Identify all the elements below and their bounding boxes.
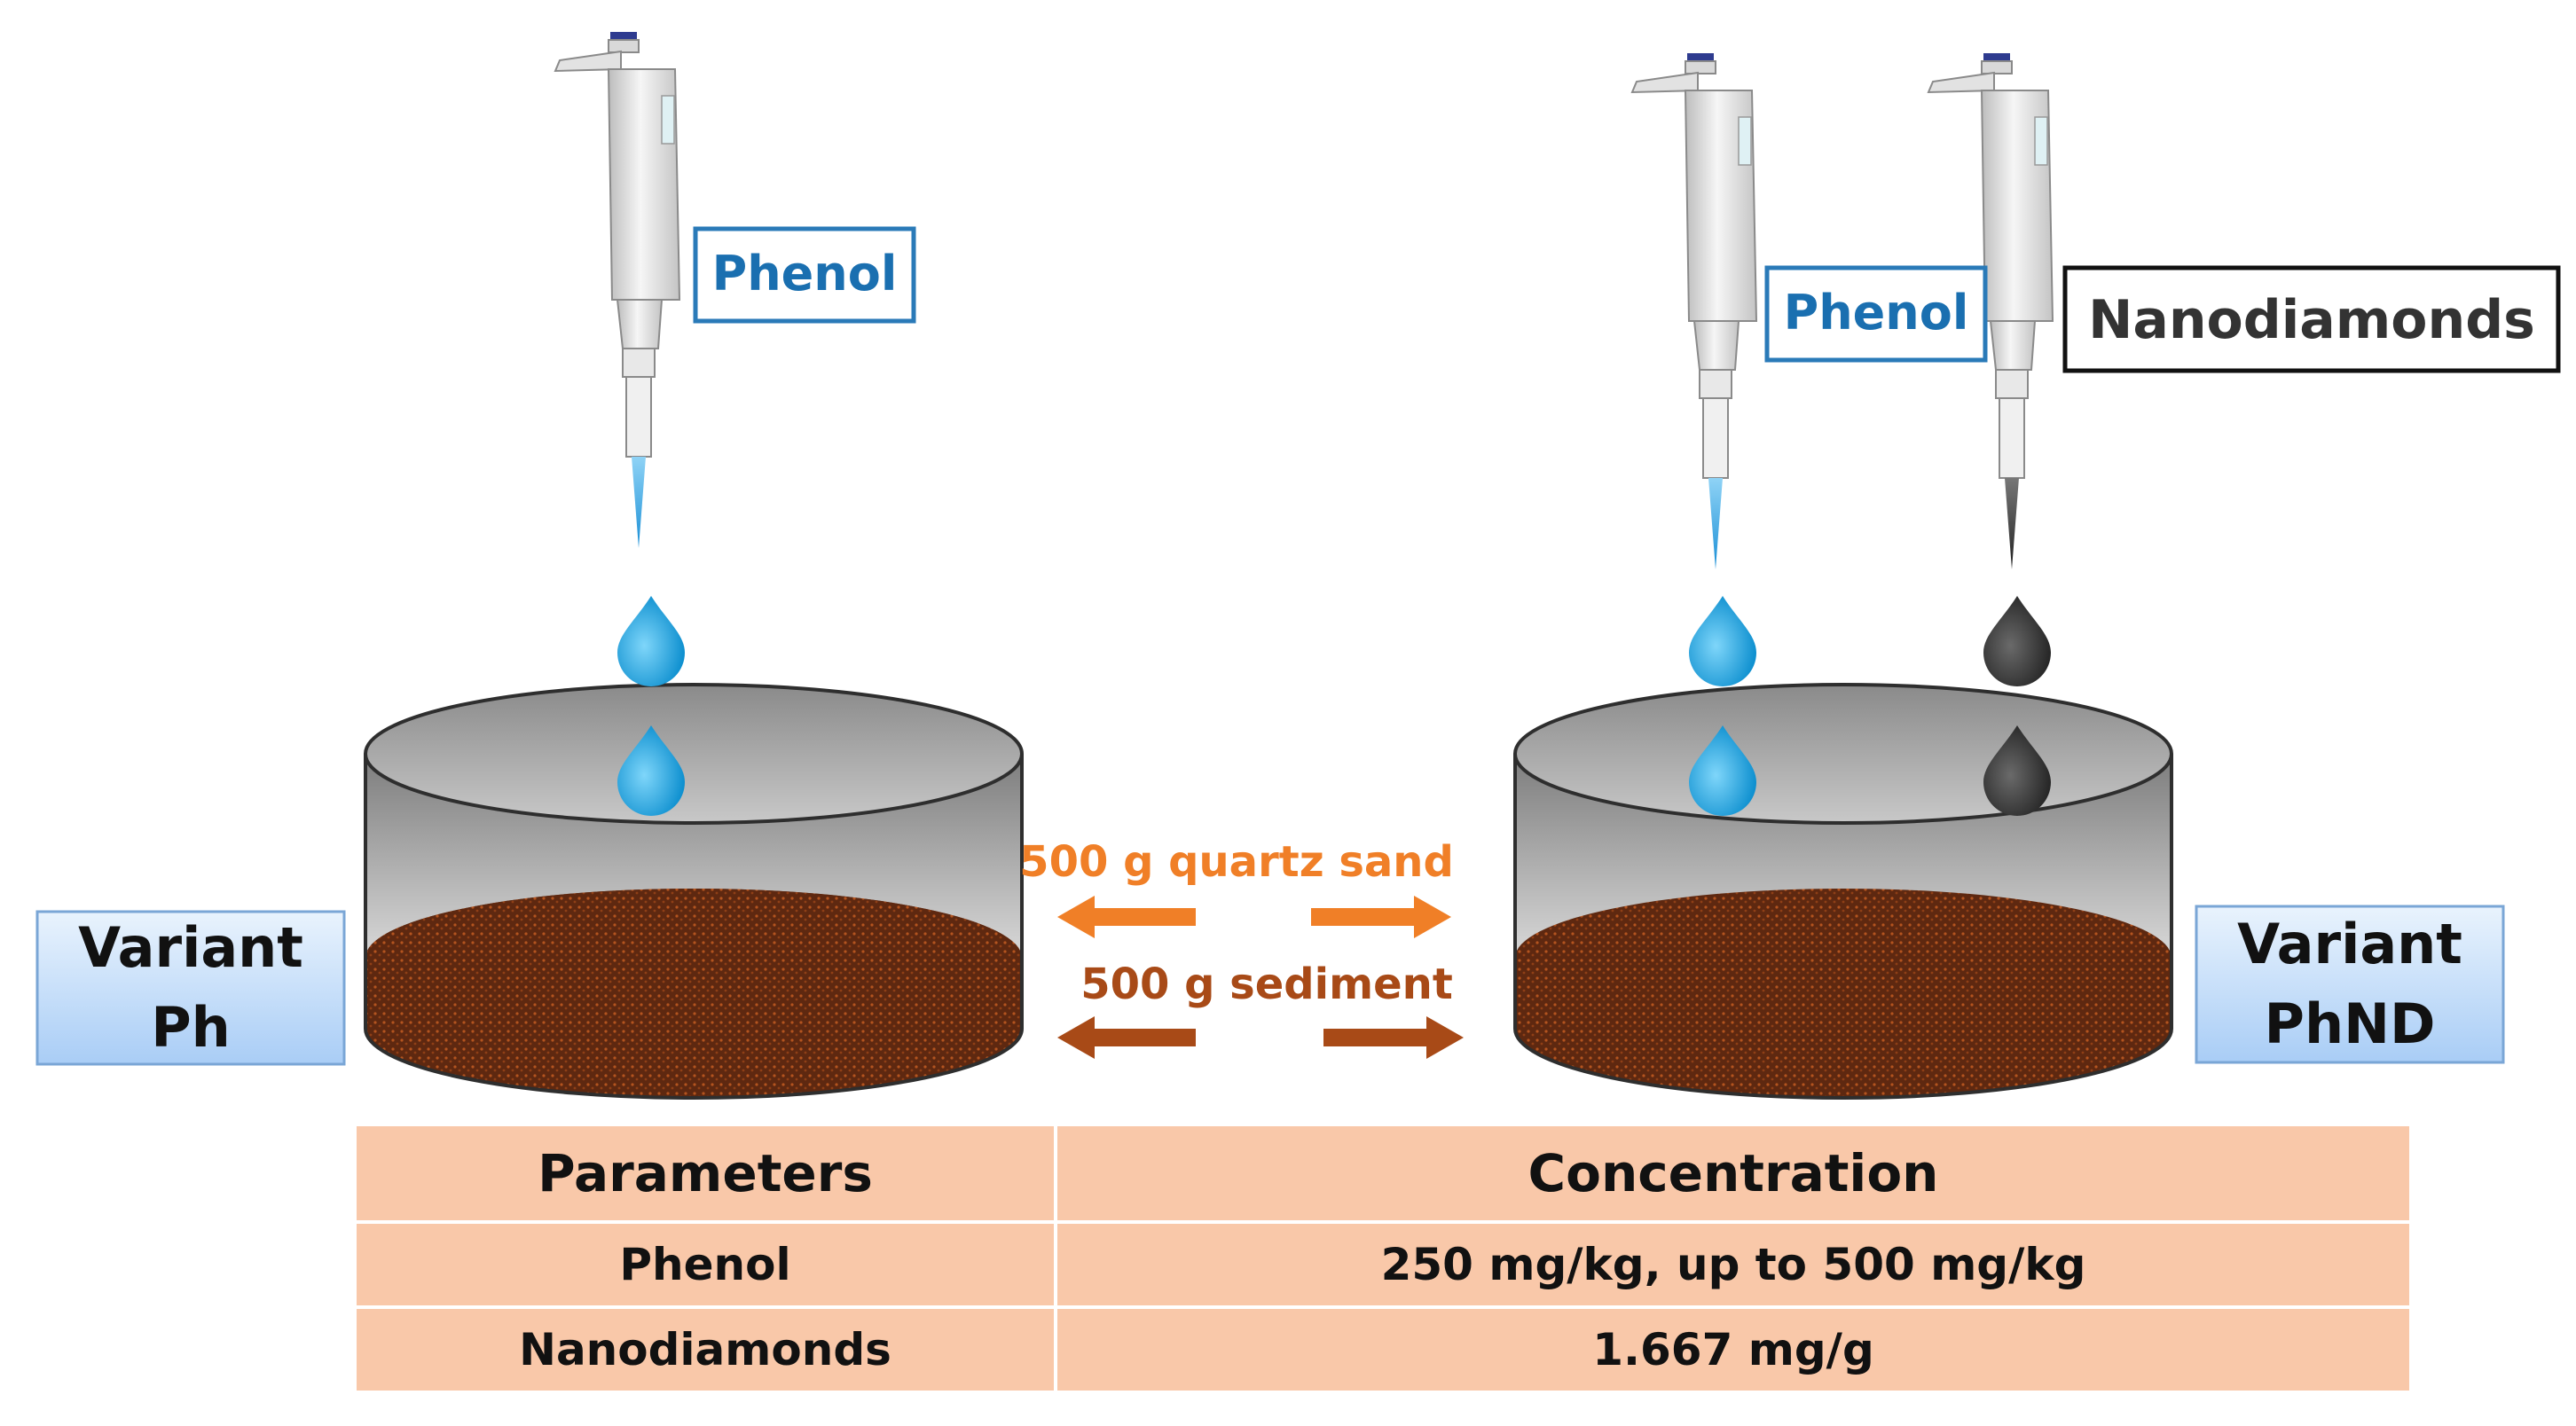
nanodiamonds-label: Nanodiamonds [2088, 289, 2535, 351]
row-phenol-concentration: 250 mg/kg, up to 500 mg/kg [1054, 1220, 2413, 1309]
variant-phnd-box [2195, 905, 2505, 1064]
pipette-nanodiamonds [1928, 52, 2054, 569]
phenol-drop-in-container-right [1689, 725, 1756, 816]
variant-phnd-line1: Variant [2237, 912, 2462, 976]
phenol-label-right: Phenol [1784, 285, 1969, 341]
sediment-label: 500 g sediment [1080, 960, 1453, 1009]
table-row: Nanodiamonds 1.667 mg/g [353, 1305, 2413, 1394]
container-phnd [1513, 683, 2173, 1100]
phenol-drop-falling-left [617, 596, 685, 686]
nanodiamonds-label-box [2062, 265, 2561, 373]
quartz-sand-label: 500 g quartz sand [1019, 837, 1454, 887]
row-nanodiamonds-concentration: 1.667 mg/g [1054, 1305, 2413, 1394]
pipette-phenol-left [554, 31, 680, 548]
phenol-label-box-left [693, 226, 916, 324]
row-phenol-parameter: Phenol [353, 1220, 1057, 1309]
quartz-sand-arrow-right [1311, 896, 1451, 938]
phenol-label-left: Phenol [712, 246, 898, 302]
row-nanodiamonds-parameter: Nanodiamonds [353, 1305, 1057, 1394]
parameters-table: Parameters Concentration Phenol 250 mg/k… [353, 1123, 2413, 1394]
table-header-row: Parameters Concentration [353, 1123, 2413, 1224]
phenol-drop-in-container-left [617, 725, 685, 816]
pipette-phenol-right [1631, 52, 1757, 569]
header-concentration: Concentration [1054, 1123, 2413, 1224]
variant-phnd-line2: PhND [2265, 991, 2436, 1056]
variant-ph-line2: Ph [151, 995, 231, 1060]
container-ph [364, 683, 1024, 1100]
phenol-label-box-right [1764, 265, 1988, 363]
variant-ph-line1: Variant [78, 915, 303, 980]
table-row: Phenol 250 mg/kg, up to 500 mg/kg [353, 1220, 2413, 1309]
quartz-sand-arrow-left [1057, 896, 1196, 938]
nanodiamond-drop-in-container [1983, 725, 2051, 816]
header-parameters: Parameters [353, 1123, 1057, 1224]
variant-ph-box [35, 910, 346, 1066]
nanodiamond-drop-falling [1983, 596, 2051, 686]
sediment-arrow-left [1057, 1016, 1196, 1059]
phenol-drop-falling-right [1689, 596, 1756, 686]
sediment-arrow-right [1323, 1016, 1464, 1059]
